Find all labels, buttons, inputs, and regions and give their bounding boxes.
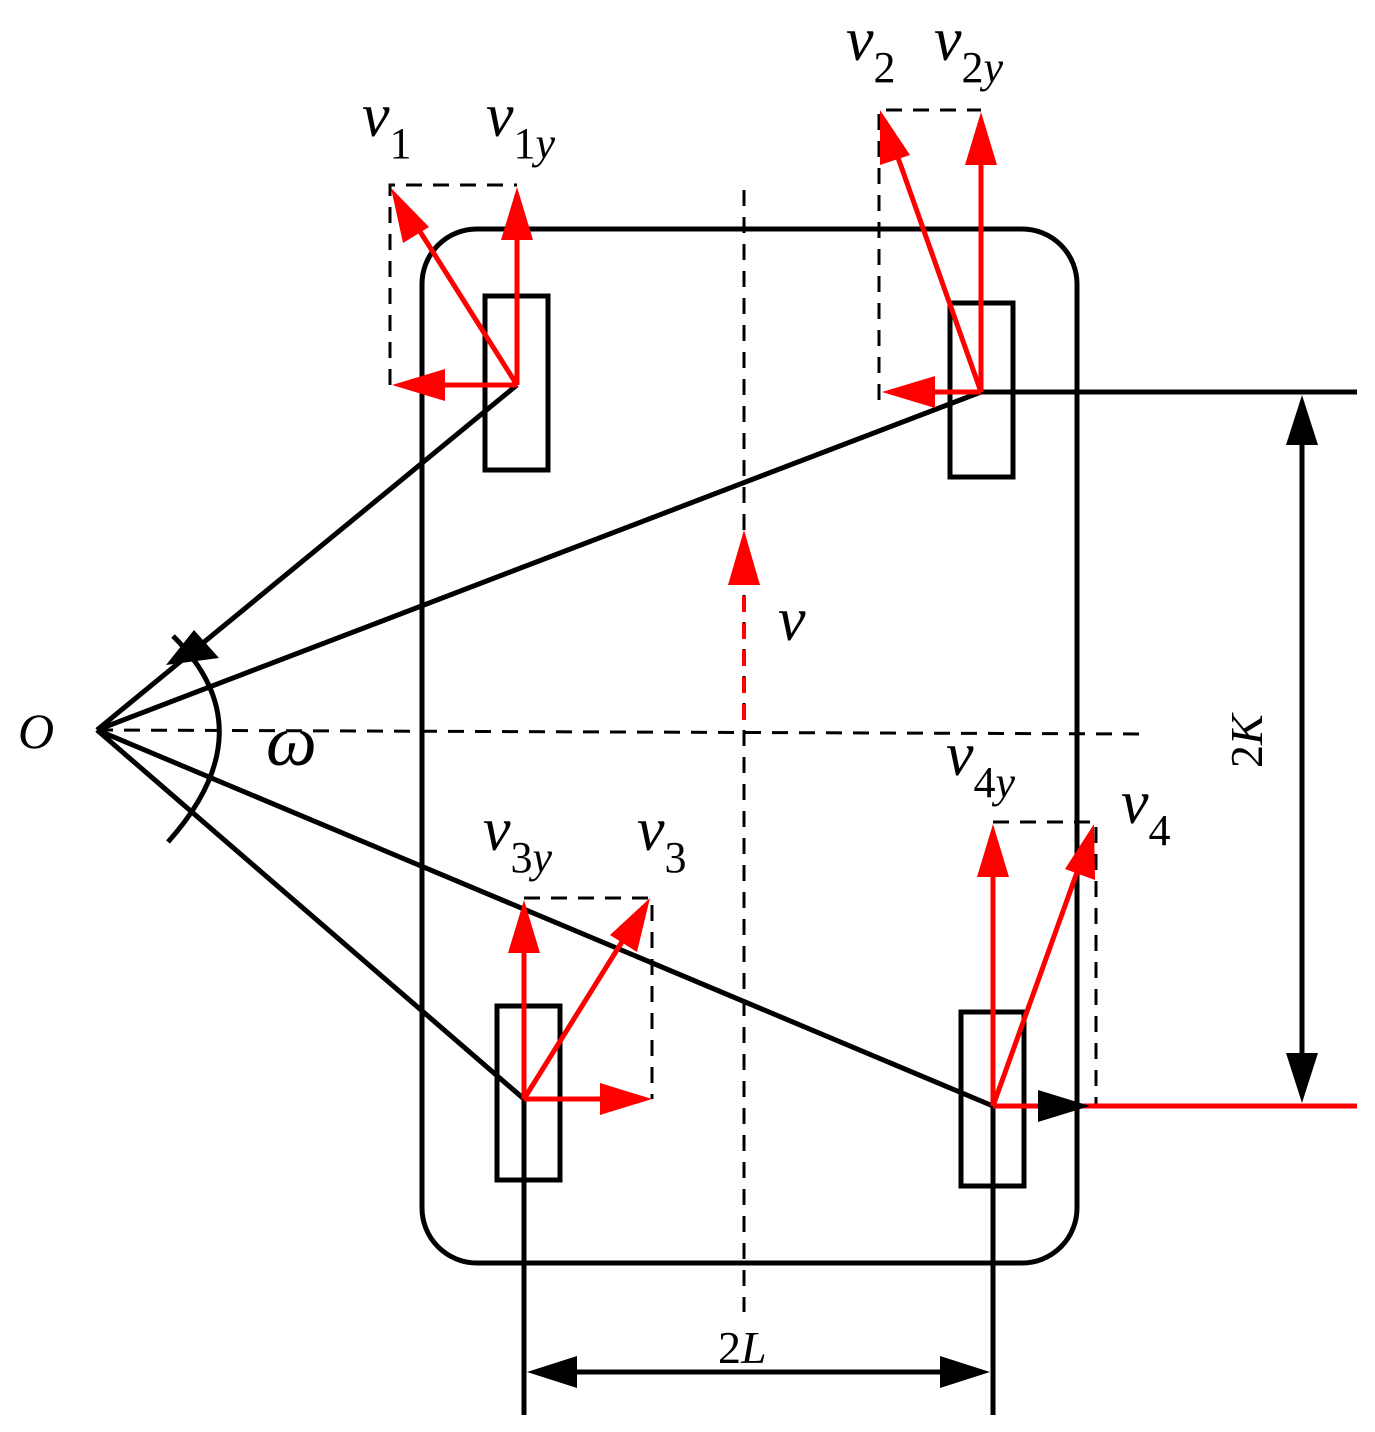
dim-2k-bottom-arrow <box>1286 1053 1318 1103</box>
dim-2k-label: 2K <box>1221 712 1272 768</box>
v4-label: v4 <box>1121 769 1171 855</box>
v-label: v <box>778 586 806 654</box>
lateral-axis <box>96 728 1141 736</box>
v3-decomposition-box <box>524 896 654 1099</box>
v2-lateral-arrowhead <box>882 376 935 408</box>
v4-decomposition-box <box>993 820 1098 1106</box>
v1y-label: v1y <box>486 82 556 168</box>
v1-lateral-arrowhead <box>392 369 445 401</box>
vehicle-body <box>419 226 1080 1266</box>
v4-arrow <box>990 863 1083 1107</box>
v1-decomposition-box <box>388 183 517 385</box>
v4-arrowhead <box>1065 824 1095 880</box>
v2y-arrowhead <box>965 112 997 165</box>
radius-arrowhead <box>166 630 219 665</box>
radius-line-2 <box>96 389 982 733</box>
origin-label: O <box>18 703 54 759</box>
omega-label: ω <box>266 701 317 781</box>
v4y-arrowhead <box>977 824 1009 877</box>
v1-label: v1 <box>362 82 412 168</box>
v1-arrowhead <box>391 188 429 243</box>
radius-line-3 <box>95 728 526 1101</box>
v2-arrowhead <box>880 110 910 165</box>
v4y-label: v4y <box>946 721 1016 807</box>
v3y-label: v3y <box>483 796 553 882</box>
wheel-3 <box>494 1003 563 1183</box>
v2-decomposition-box <box>877 108 981 400</box>
v1-arrow <box>411 220 520 387</box>
dim-2l-right-arrow <box>940 1356 990 1388</box>
v1y-arrowhead <box>501 187 533 240</box>
v3y-arrowhead <box>508 900 540 953</box>
dim-2l-label: 2L <box>718 1322 767 1373</box>
vehicle-velocity-arrowhead <box>728 530 760 585</box>
radius-line-1 <box>95 383 519 732</box>
v2y-label: v2y <box>934 6 1004 92</box>
dim-2k-top-arrow <box>1286 395 1318 445</box>
v3-arrow <box>521 935 628 1101</box>
v3-lateral-arrowhead <box>600 1083 652 1115</box>
radius-line-4 <box>96 727 994 1109</box>
v2-arrow <box>893 151 984 393</box>
v4-lateral-arrowhead <box>1038 1090 1090 1122</box>
v3-label: v3 <box>637 796 687 882</box>
v3-arrowhead <box>610 898 650 952</box>
dim-2l-left-arrow <box>527 1356 577 1388</box>
v2-label: v2 <box>846 6 896 92</box>
omega-arc <box>166 634 222 844</box>
